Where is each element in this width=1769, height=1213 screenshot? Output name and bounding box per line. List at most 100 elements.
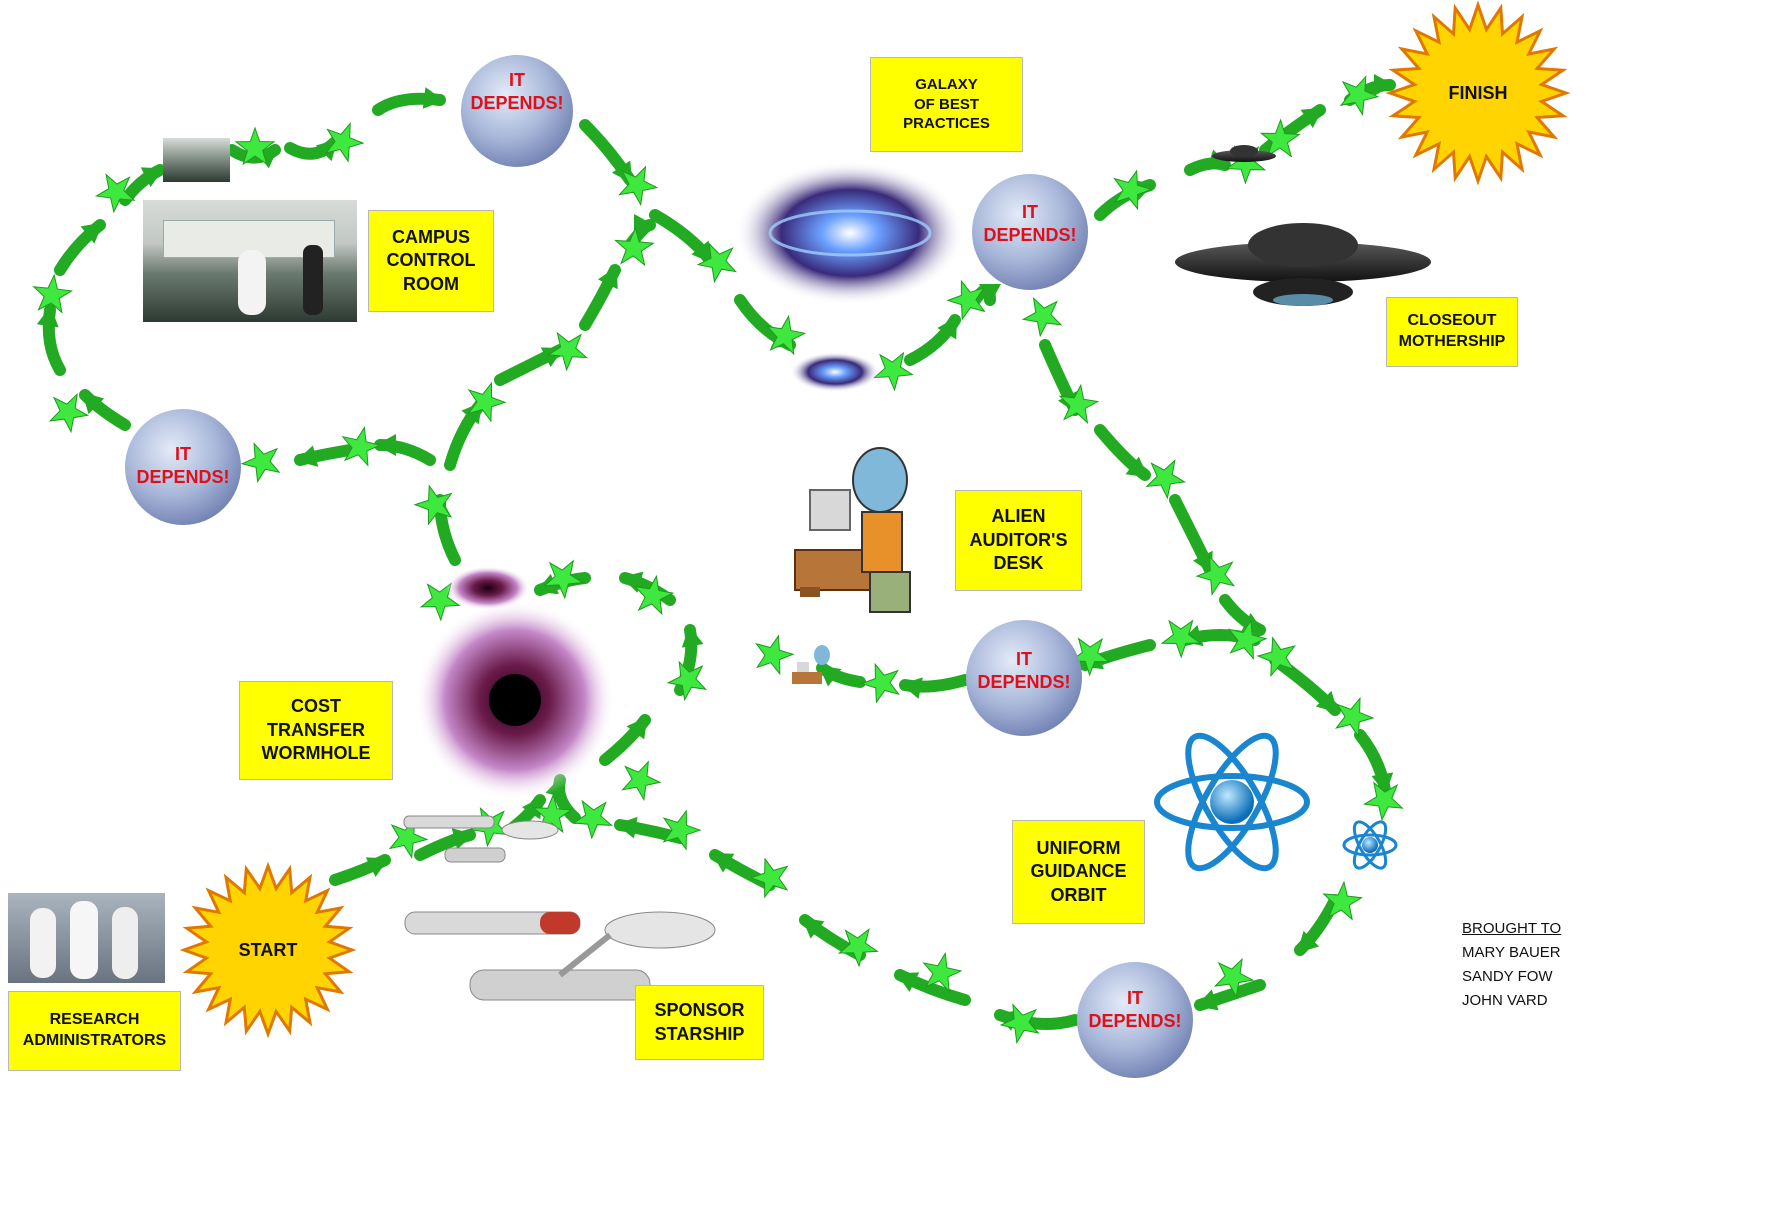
astronauts-photo (8, 893, 165, 983)
star-icon (94, 173, 136, 214)
atom-icon (1342, 820, 1398, 870)
control-room-photo (163, 138, 230, 182)
star-icon (547, 331, 588, 372)
star-icon (837, 928, 879, 968)
it-depends-text: IT DEPENDS! (977, 649, 1071, 692)
star-icon (749, 857, 789, 899)
star-icon (1335, 696, 1375, 738)
moon-icon[interactable] (972, 174, 1088, 290)
arrow-icon (616, 816, 638, 839)
galaxy-icon (790, 352, 880, 392)
star-icon (240, 442, 281, 483)
finish-text[interactable]: FINISH (1448, 83, 1508, 103)
credits-name: JOHN VARD (1462, 992, 1548, 1009)
star-icon (234, 126, 276, 166)
arrow-icon (1125, 456, 1149, 478)
atom-icon (1154, 732, 1310, 872)
star-icon (1021, 296, 1063, 338)
cost-transfer-wormhole-label: COST TRANSFER WORMHOLE (239, 681, 393, 780)
arrow-icon (80, 222, 104, 244)
star-icon (413, 484, 453, 526)
star-icon (1213, 957, 1255, 999)
star-icon (1339, 75, 1380, 116)
campus-control-room-label: CAMPUS CONTROL ROOM (368, 210, 494, 312)
control-room-photo (143, 200, 357, 322)
star-icon (48, 392, 90, 434)
arrow-icon (521, 796, 543, 820)
arrow-icon (801, 917, 825, 939)
starship-icon (403, 815, 559, 863)
credits-name: MARY BAUER (1462, 944, 1561, 961)
star-icon (1160, 619, 1202, 659)
arrow-icon (1315, 690, 1338, 713)
arrow-icon (818, 665, 842, 687)
star-icon (618, 165, 659, 207)
research-administrators-label: RESEARCH ADMINISTRATORS (8, 991, 181, 1071)
star-icon (572, 799, 614, 840)
star-icon (999, 1003, 1040, 1045)
star-icon (621, 760, 662, 802)
star-icon (922, 951, 963, 993)
arrow-icon (376, 434, 396, 456)
start-text[interactable]: START (238, 940, 298, 960)
star-icon (341, 426, 382, 467)
arrow-icon (1193, 550, 1213, 574)
moon-icon[interactable] (1077, 962, 1193, 1078)
arrow-icon (634, 214, 654, 236)
star-icon (543, 559, 584, 600)
arrow-icon (36, 306, 59, 328)
star-icon (696, 242, 737, 284)
star-icon (1145, 459, 1187, 500)
arrow-icon (1196, 989, 1219, 1011)
star-icon (32, 273, 74, 314)
star-icon (1322, 880, 1363, 921)
credits: BROUGHT TO MARY BAUER SANDY FOW JOHN VAR… (1462, 917, 1561, 1013)
arrow-icon (901, 677, 923, 699)
sun-icon[interactable] (1385, 0, 1571, 186)
sun-icon[interactable] (179, 861, 357, 1039)
arrow-icon (979, 284, 1001, 304)
star-icon (419, 582, 461, 622)
star-icon (662, 809, 702, 851)
arrow-icon (691, 240, 713, 264)
star-icon (1069, 637, 1111, 677)
arrow-icon (1374, 74, 1394, 96)
arrow-icon (1371, 772, 1394, 794)
moon-icon[interactable] (461, 55, 573, 167)
star-icon (1259, 118, 1301, 158)
galaxy-icon (735, 161, 965, 305)
uniform-guidance-label: UNIFORM GUIDANCE ORBIT (1012, 820, 1145, 924)
arrow-icon (140, 167, 164, 187)
star-icon (614, 226, 655, 267)
star-icon (324, 121, 365, 163)
star-icon (633, 574, 675, 616)
arrow-icon (422, 87, 444, 109)
star-icon (1195, 554, 1236, 596)
credits-heading: BROUGHT TO (1462, 920, 1562, 937)
ufo-icon (1175, 223, 1431, 306)
star-icon (755, 634, 795, 676)
arrow-icon (937, 316, 958, 340)
wormhole-icon (446, 566, 530, 610)
starship-icon (404, 911, 716, 1001)
it-depends-text: IT DEPENDS! (470, 70, 564, 113)
star-icon (873, 351, 914, 392)
alien-icon (794, 447, 911, 613)
star-icon (1362, 781, 1404, 822)
star-icon (467, 381, 507, 423)
star-icon (860, 662, 900, 704)
alien-icon (792, 645, 830, 684)
star-icon (1058, 383, 1100, 425)
arrow-icon (626, 716, 648, 740)
arrow-icon (1206, 149, 1229, 171)
star-icon (1113, 169, 1153, 211)
arrow-icon (896, 972, 920, 992)
moon-icon[interactable] (966, 620, 1082, 736)
galaxy-label: GALAXY OF BEST PRACTICES (870, 57, 1023, 152)
arrow-icon (996, 1010, 1019, 1031)
arrow-icon (296, 445, 319, 467)
moon-icon[interactable] (125, 409, 241, 525)
it-depends-text: IT DEPENDS! (136, 444, 230, 487)
arrow-icon (1300, 107, 1324, 129)
